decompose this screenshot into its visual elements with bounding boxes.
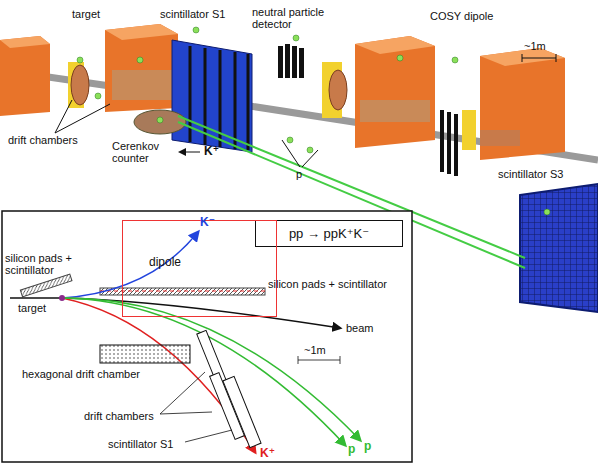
part-label: Cerenkov counter	[112, 140, 174, 164]
part-label: K⁻	[200, 216, 215, 228]
part-label: scintillator S1	[108, 438, 173, 450]
part-label: neutral particle detector	[252, 6, 344, 30]
reaction-box: pp → ppK⁺K⁻	[255, 220, 403, 247]
part-label: target	[72, 8, 100, 20]
node-text: dipole	[149, 255, 276, 269]
node-text: pp → ppK⁺K⁻	[264, 226, 394, 241]
dipole-box: dipole	[122, 220, 277, 317]
part-label: beam	[346, 322, 374, 334]
part-label: p	[364, 440, 371, 452]
part-label: p	[296, 168, 302, 180]
part-label: silicon pads + scintillator	[268, 278, 408, 290]
part-label: p	[348, 443, 355, 455]
part-label: ~1m	[304, 344, 326, 356]
part-label: COSY dipole	[430, 10, 493, 22]
part-label: scintillator S3	[498, 168, 563, 180]
part-label: drift chambers	[8, 134, 78, 146]
part-label: drift chambers	[84, 410, 154, 422]
part-label: target	[18, 302, 46, 314]
part-label: K⁺	[204, 145, 219, 157]
part-label: scintillator S1	[160, 8, 225, 20]
part-label: silicon pads + scintillator	[5, 252, 77, 276]
part-label: hexagonal drift chamber	[22, 368, 140, 380]
part-label: ~1m	[524, 40, 546, 52]
part-label: K⁺	[260, 447, 275, 459]
